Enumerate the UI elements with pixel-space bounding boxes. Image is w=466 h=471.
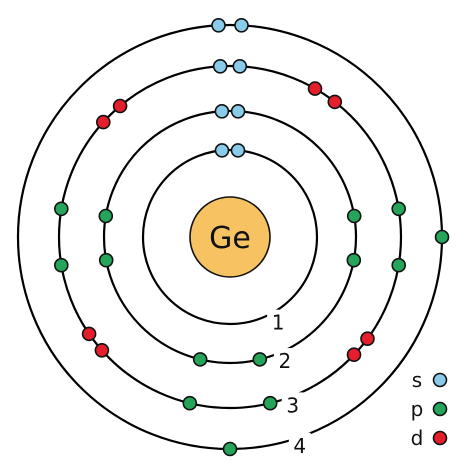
legend-label-d: d bbox=[411, 426, 424, 450]
electron-p-shell-2 bbox=[346, 252, 362, 268]
electron-s-shell-1 bbox=[230, 143, 246, 158]
shell-number-label: 3 bbox=[286, 393, 299, 417]
electron-d-shell-3 bbox=[94, 342, 110, 358]
shell-number-label: 2 bbox=[279, 349, 292, 373]
shell-labels: 1 2 3 4 bbox=[267, 309, 311, 459]
nucleus: Ge bbox=[189, 196, 271, 278]
electron-p-shell-2 bbox=[252, 352, 268, 367]
orbit-shell-3 bbox=[57, 64, 403, 410]
electron-d-shell-3 bbox=[112, 98, 128, 114]
electron-s-shell-3 bbox=[232, 59, 248, 74]
shell-label-bg bbox=[288, 432, 311, 459]
legend-swatch-s bbox=[432, 372, 448, 388]
orbit-shell-2 bbox=[102, 109, 358, 365]
electron-p-shell-3 bbox=[391, 257, 407, 273]
electron-p-shell-2 bbox=[346, 208, 362, 224]
electron-p-shell-2 bbox=[192, 352, 208, 367]
electron-s-shell-2 bbox=[214, 104, 230, 119]
electron-p-shell-2 bbox=[98, 208, 114, 224]
orbit-shell-1 bbox=[141, 148, 319, 326]
electron-p-shell-4 bbox=[222, 441, 238, 457]
shell-number-label: 1 bbox=[272, 311, 285, 335]
electron-s-shell-4 bbox=[234, 17, 249, 33]
electron-p-shell-3 bbox=[53, 257, 69, 273]
electron-d-shell-3 bbox=[346, 347, 362, 363]
electron-d-shell-3 bbox=[327, 94, 343, 110]
electron-p-shell-3 bbox=[182, 395, 198, 411]
electron-d-shell-3 bbox=[81, 326, 97, 342]
legend-label-s: s bbox=[412, 368, 422, 392]
electron-s-shell-3 bbox=[212, 59, 228, 74]
shell-label-bg bbox=[273, 348, 296, 375]
electron-s-shell-1 bbox=[214, 143, 230, 158]
electron-p-shell-3 bbox=[391, 201, 407, 217]
nucleus-circle bbox=[189, 196, 271, 278]
electron-p-shell-4 bbox=[434, 229, 450, 245]
shell-number-label: 4 bbox=[293, 434, 306, 458]
electron-p-shell-2 bbox=[98, 252, 114, 268]
electron-p-shell-3 bbox=[262, 395, 278, 411]
electron-d-shell-3 bbox=[96, 114, 111, 130]
legend-swatch-d bbox=[432, 430, 448, 446]
electron-s-shell-2 bbox=[230, 104, 246, 119]
legend-label-p: p bbox=[411, 397, 424, 421]
electron-p-shell-3 bbox=[53, 201, 69, 217]
legend-swatch-p bbox=[432, 401, 448, 417]
electrons bbox=[53, 17, 450, 457]
shell-label-bg bbox=[267, 309, 290, 336]
element-symbol: Ge bbox=[209, 221, 251, 256]
electron-s-shell-4 bbox=[211, 17, 226, 33]
electron-d-shell-3 bbox=[360, 331, 375, 347]
shell-label-bg bbox=[281, 392, 304, 419]
electron-d-shell-3 bbox=[307, 81, 323, 96]
orbital-legend: spd bbox=[411, 368, 448, 450]
